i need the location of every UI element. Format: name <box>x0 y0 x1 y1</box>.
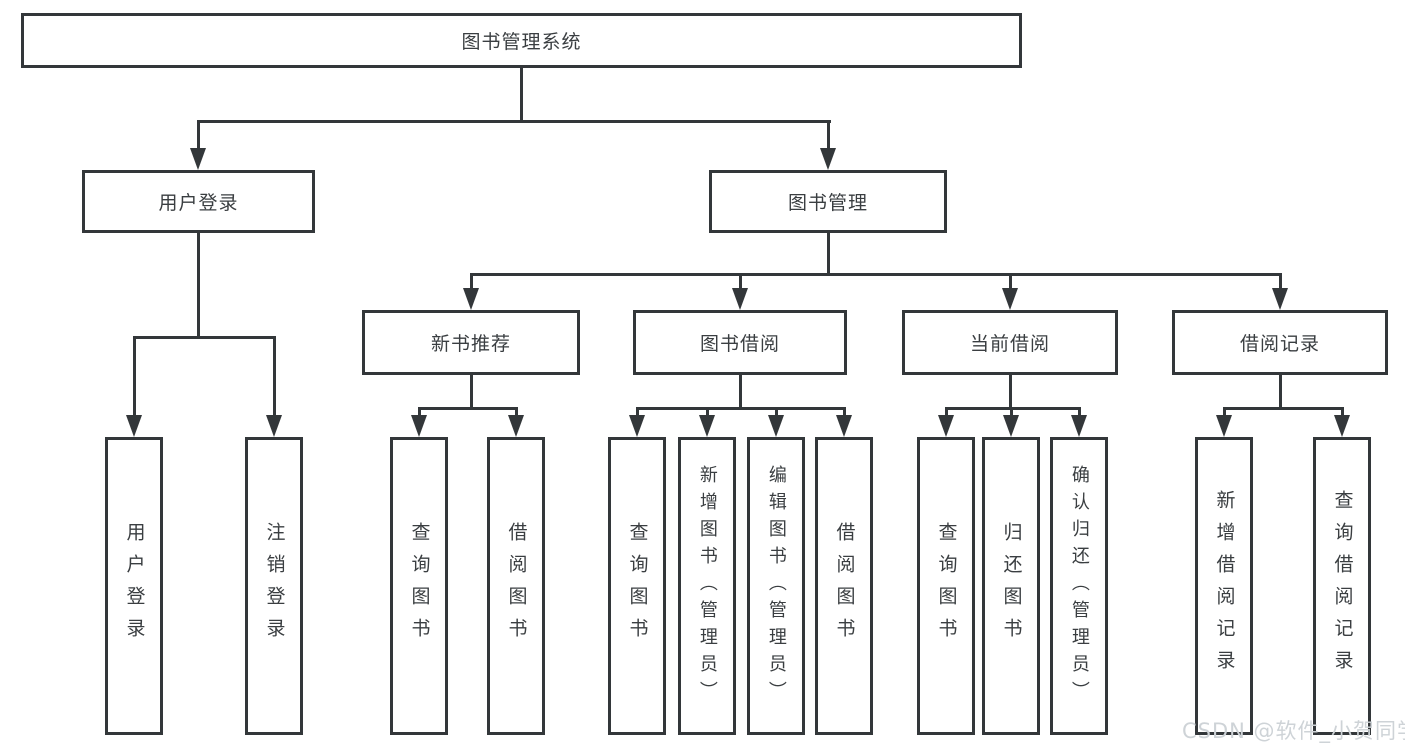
arrowhead-down <box>629 415 645 437</box>
connector-line <box>739 375 742 407</box>
connector-line <box>1010 407 1013 417</box>
node-new-book-recommend: 新书推荐 <box>362 310 580 375</box>
node-user-login-label: 用户登录 <box>158 192 239 214</box>
leaf-return-books: 归还图书 <box>982 437 1040 735</box>
arrowhead-down <box>190 148 206 170</box>
connector-line <box>133 336 276 339</box>
connector-line <box>706 407 709 417</box>
connector-line <box>1009 273 1012 290</box>
node-current-borrow-label: 当前借阅 <box>969 333 1050 355</box>
leaf-add-borrow-record-label: 新增借阅记录 <box>1213 490 1236 682</box>
leaf-edit-books-admin: 编辑图书（管理员） <box>747 437 805 735</box>
connector-line <box>515 407 518 417</box>
connector-line <box>418 407 421 417</box>
leaf-user-login-label: 用户登录 <box>123 522 146 650</box>
arrowhead-down <box>836 415 852 437</box>
connector-line <box>520 67 523 120</box>
arrowhead-down <box>1216 415 1232 437</box>
connector-line <box>1341 407 1344 417</box>
leaf-query-borrow-record: 查询借阅记录 <box>1313 437 1371 735</box>
leaf-logout-label: 注销登录 <box>263 522 286 650</box>
arrowhead-down <box>1071 415 1087 437</box>
connector-line <box>470 273 1281 276</box>
connector-line <box>636 407 639 417</box>
arrowhead-down <box>768 415 784 437</box>
leaf-confirm-return-admin-label: 确认归还（管理员） <box>1068 464 1090 708</box>
node-book-borrow: 图书借阅 <box>633 310 847 375</box>
connector-line <box>827 233 830 273</box>
node-book-management-label: 图书管理 <box>787 192 868 214</box>
connector-line <box>133 336 136 417</box>
leaf-return-books-label: 归还图书 <box>1000 522 1023 650</box>
leaf-user-login: 用户登录 <box>105 437 163 735</box>
connector-line <box>470 375 473 407</box>
leaf-query-books-recommend-label: 查询图书 <box>408 522 431 650</box>
connector-line <box>1078 407 1081 417</box>
arrowhead-down <box>1002 288 1018 310</box>
leaf-query-books-borrow: 查询图书 <box>608 437 666 735</box>
node-library-system: 图书管理系统 <box>21 13 1022 68</box>
connector-line <box>1009 375 1012 407</box>
arrowhead-down <box>820 148 836 170</box>
arrowhead-down <box>508 415 524 437</box>
node-book-management: 图书管理 <box>709 170 947 233</box>
connector-line <box>945 407 1081 410</box>
csdn-watermark: CSDN @软件_小贺同学 <box>1182 719 1405 743</box>
connector-line <box>1279 375 1282 407</box>
connector-line <box>827 120 830 150</box>
connector-line <box>1223 407 1226 417</box>
arrowhead-down <box>699 415 715 437</box>
node-borrow-records-label: 借阅记录 <box>1239 333 1320 355</box>
leaf-borrow-books-label: 借阅图书 <box>833 522 856 650</box>
arrowhead-down <box>126 415 142 437</box>
leaf-edit-books-admin-label: 编辑图书（管理员） <box>765 464 787 708</box>
connector-line <box>418 407 518 410</box>
leaf-query-books-current-label: 查询图书 <box>935 522 958 650</box>
node-user-login: 用户登录 <box>82 170 315 233</box>
connector-line <box>197 233 200 336</box>
leaf-query-books-recommend: 查询图书 <box>390 437 448 735</box>
connector-line <box>843 407 846 417</box>
connector-line <box>945 407 948 417</box>
arrowhead-down <box>938 415 954 437</box>
node-library-system-label: 图书管理系统 <box>461 31 582 53</box>
connector-line <box>775 407 778 417</box>
leaf-query-borrow-record-label: 查询借阅记录 <box>1331 490 1354 682</box>
connector-line <box>470 273 473 290</box>
node-book-borrow-label: 图书借阅 <box>699 333 780 355</box>
connector-line <box>739 273 742 290</box>
connector-line <box>1223 407 1344 410</box>
arrowhead-down <box>411 415 427 437</box>
leaf-borrow-books-recommend-label: 借阅图书 <box>505 522 528 650</box>
connector-line <box>1279 273 1282 290</box>
arrowhead-down <box>1334 415 1350 437</box>
leaf-query-books-current: 查询图书 <box>917 437 975 735</box>
connector-line <box>273 336 276 417</box>
arrowhead-down <box>463 288 479 310</box>
arrowhead-down <box>1272 288 1288 310</box>
connector-line <box>636 407 845 410</box>
arrowhead-down <box>1003 415 1019 437</box>
leaf-borrow-books: 借阅图书 <box>815 437 873 735</box>
leaf-add-books-admin-label: 新增图书（管理员） <box>696 464 718 708</box>
arrowhead-down <box>266 415 282 437</box>
leaf-confirm-return-admin: 确认归还（管理员） <box>1050 437 1108 735</box>
leaf-logout: 注销登录 <box>245 437 303 735</box>
leaf-borrow-books-recommend: 借阅图书 <box>487 437 545 735</box>
connector-line <box>197 120 831 123</box>
leaf-add-borrow-record: 新增借阅记录 <box>1195 437 1253 735</box>
connector-line <box>197 120 200 150</box>
node-current-borrow: 当前借阅 <box>902 310 1118 375</box>
leaf-add-books-admin: 新增图书（管理员） <box>678 437 736 735</box>
arrowhead-down <box>732 288 748 310</box>
node-new-book-recommend-label: 新书推荐 <box>430 333 511 355</box>
node-borrow-records: 借阅记录 <box>1172 310 1388 375</box>
leaf-query-books-borrow-label: 查询图书 <box>626 522 649 650</box>
